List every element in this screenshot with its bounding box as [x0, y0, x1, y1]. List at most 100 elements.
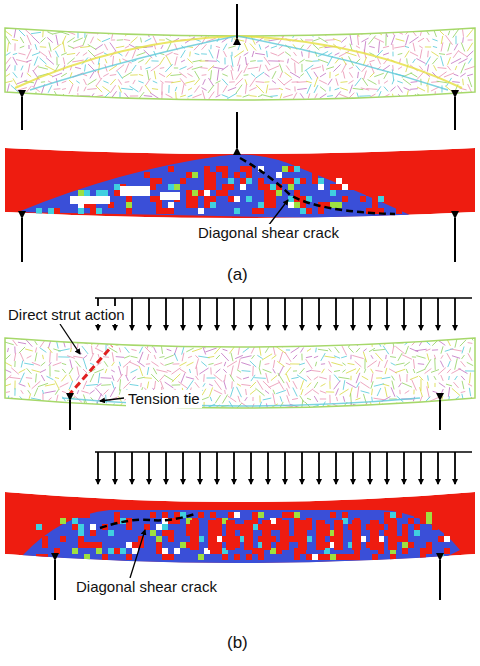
vector-stroke	[60, 383, 69, 387]
vector-stroke	[364, 71, 367, 80]
vector-stroke	[321, 353, 325, 361]
damage-pixel	[258, 202, 264, 208]
vector-stroke	[90, 37, 93, 44]
vector-stroke	[286, 382, 289, 389]
vector-stroke	[151, 362, 158, 367]
vector-stroke	[126, 366, 128, 376]
vector-stroke	[256, 85, 264, 93]
vector-stroke	[21, 361, 23, 368]
vector-stroke	[399, 23, 402, 28]
vector-stroke	[187, 73, 192, 76]
vector-stroke	[411, 102, 416, 103]
vector-stroke	[444, 412, 453, 413]
vector-stroke	[346, 52, 357, 55]
vector-stroke	[40, 348, 47, 353]
vector-stroke	[355, 398, 360, 400]
support-arrow	[21, 218, 23, 262]
vector-stroke	[216, 46, 220, 47]
damage-pixel	[270, 196, 276, 202]
vector-stroke	[305, 60, 312, 62]
damage-pixel	[126, 524, 132, 530]
vector-stroke	[286, 65, 290, 70]
load-arrow	[267, 298, 269, 330]
vector-stroke	[223, 369, 226, 372]
load-arrow	[233, 452, 235, 484]
vector-stroke	[84, 79, 87, 85]
vector-stroke	[203, 383, 205, 386]
vector-stroke	[153, 36, 157, 45]
vector-stroke	[238, 65, 240, 72]
vector-stroke	[161, 340, 163, 346]
vector-stroke	[441, 334, 442, 338]
vector-stroke	[440, 25, 444, 27]
vector-stroke	[311, 67, 321, 70]
vector-stroke	[244, 74, 249, 76]
vector-stroke	[124, 99, 130, 107]
vector-stroke	[440, 361, 443, 368]
vector-stroke	[441, 56, 444, 66]
vector-stroke	[291, 377, 298, 378]
vector-stroke	[159, 73, 165, 76]
damage-pixel	[318, 178, 324, 184]
damage-pixel	[276, 172, 282, 178]
vector-stroke	[468, 342, 473, 344]
vector-stroke	[209, 387, 212, 396]
vector-stroke	[327, 56, 332, 66]
vector-stroke	[321, 363, 325, 365]
vector-stroke	[7, 93, 10, 99]
vector-stroke	[399, 390, 400, 394]
vector-stroke	[109, 91, 116, 100]
vector-stroke	[61, 102, 66, 104]
vector-stroke	[96, 86, 102, 92]
load-arrow	[216, 298, 218, 330]
vector-stroke	[293, 381, 297, 389]
vector-stroke	[272, 355, 277, 359]
vector-stroke	[215, 411, 221, 415]
vector-stroke	[103, 81, 108, 83]
damage-pixel	[78, 536, 84, 542]
vector-stroke	[110, 79, 115, 85]
vector-stroke	[265, 334, 269, 338]
vector-stroke	[41, 375, 44, 381]
vector-stroke	[392, 346, 393, 354]
vector-stroke	[76, 102, 81, 104]
vector-stroke	[186, 377, 194, 379]
vector-stroke	[242, 370, 251, 372]
vector-stroke	[346, 369, 356, 374]
vector-stroke	[173, 363, 180, 364]
vector-stroke	[373, 349, 385, 350]
damage-pixel	[234, 208, 240, 214]
vector-stroke	[433, 391, 438, 393]
vector-stroke	[175, 409, 176, 418]
vector-stroke	[367, 361, 376, 368]
vector-stroke	[293, 101, 298, 106]
vector-stroke	[369, 335, 376, 336]
vector-stroke	[284, 79, 292, 85]
vector-stroke	[147, 367, 148, 375]
vector-stroke	[138, 60, 143, 63]
damage-pixel	[312, 178, 318, 184]
vector-stroke	[214, 390, 222, 394]
vector-stroke	[322, 332, 324, 341]
vector-stroke	[142, 102, 154, 103]
vector-stroke	[89, 390, 94, 394]
load-arrow	[318, 452, 320, 484]
vector-stroke	[432, 349, 438, 350]
vector-stroke	[333, 64, 340, 71]
damage-pixel	[102, 554, 108, 560]
load-arrow	[403, 298, 405, 330]
vector-stroke	[320, 398, 326, 399]
vector-stroke	[236, 85, 242, 94]
vector-stroke	[266, 409, 268, 417]
vector-stroke	[271, 53, 278, 56]
damage-pixel	[132, 542, 138, 548]
vector-stroke	[131, 369, 138, 373]
vector-stroke	[67, 58, 74, 64]
damage-pixel	[156, 202, 162, 208]
vector-stroke	[130, 384, 139, 385]
vector-stroke	[202, 74, 207, 76]
damage-pixel	[366, 190, 372, 196]
vector-stroke	[26, 60, 31, 62]
vector-stroke	[236, 70, 242, 79]
damage-pixel	[204, 190, 210, 196]
